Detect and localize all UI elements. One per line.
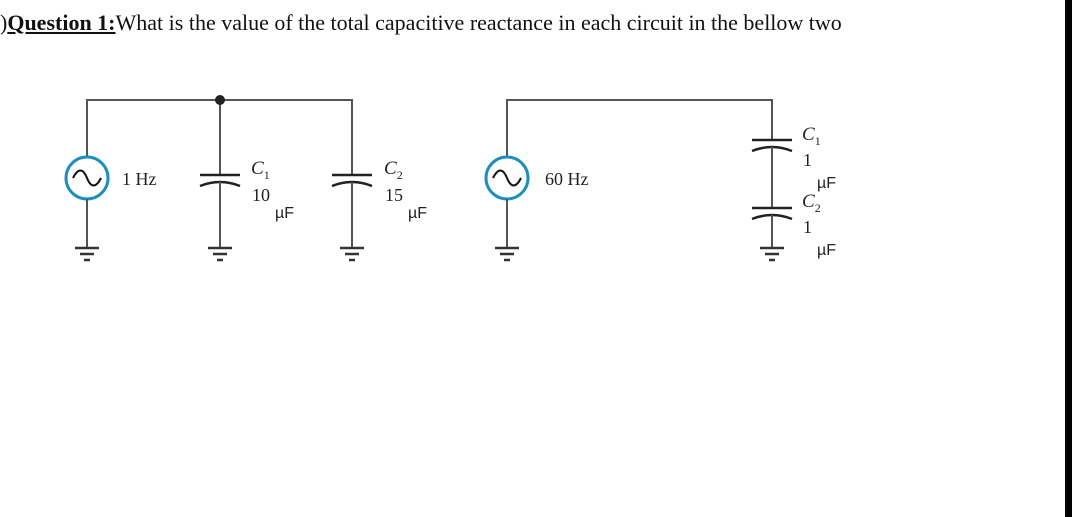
window-edge-bar xyxy=(1065,0,1072,517)
circuit-2-c2-value: 1 xyxy=(803,217,812,237)
circuit-2-c2-unit: µF xyxy=(817,242,836,259)
question-text: )Question 1:What is the value of the tot… xyxy=(0,10,1060,36)
ground-icon xyxy=(495,246,519,262)
circuit-1-c2-value: 15 xyxy=(385,185,403,205)
circuit-2-ac-source-icon xyxy=(484,155,530,201)
ground-icon xyxy=(208,246,232,262)
circuit-1-c2-unit: µF xyxy=(408,205,427,222)
circuit-1-source-frequency: 1 Hz xyxy=(122,169,157,189)
circuit-1-c1-value: 10 xyxy=(252,185,270,205)
circuit-2-c1-name: C1 xyxy=(802,124,821,148)
circuit-1-ac-source-icon xyxy=(64,155,110,201)
circuit-1-junction-dot xyxy=(215,95,225,105)
circuit-2-top-wire xyxy=(506,99,773,160)
circuit-1-c2-name: C2 xyxy=(384,158,403,182)
circuit-2-c1-value: 1 xyxy=(803,150,812,170)
circuit-2: 60 Hz C1 1 µF C2 1 µF xyxy=(484,99,836,262)
circuit-2-source-frequency: 60 Hz xyxy=(545,169,589,189)
ground-icon xyxy=(75,246,99,262)
circuit-1-c1-unit: µF xyxy=(275,205,294,222)
ground-icon xyxy=(340,246,364,262)
question-body: What is the value of the total capacitiv… xyxy=(115,10,842,35)
circuit-1: 1 Hz C1 10 µF C2 15 µF xyxy=(64,95,427,262)
ground-icon xyxy=(760,246,784,262)
question-label: Question 1: xyxy=(7,10,116,35)
question-prefix: ) xyxy=(0,10,8,35)
circuit-2-c2-name: C2 xyxy=(802,191,821,215)
circuit-2-c1-unit: µF xyxy=(817,175,836,192)
circuit-1-c1-name: C1 xyxy=(251,158,270,182)
